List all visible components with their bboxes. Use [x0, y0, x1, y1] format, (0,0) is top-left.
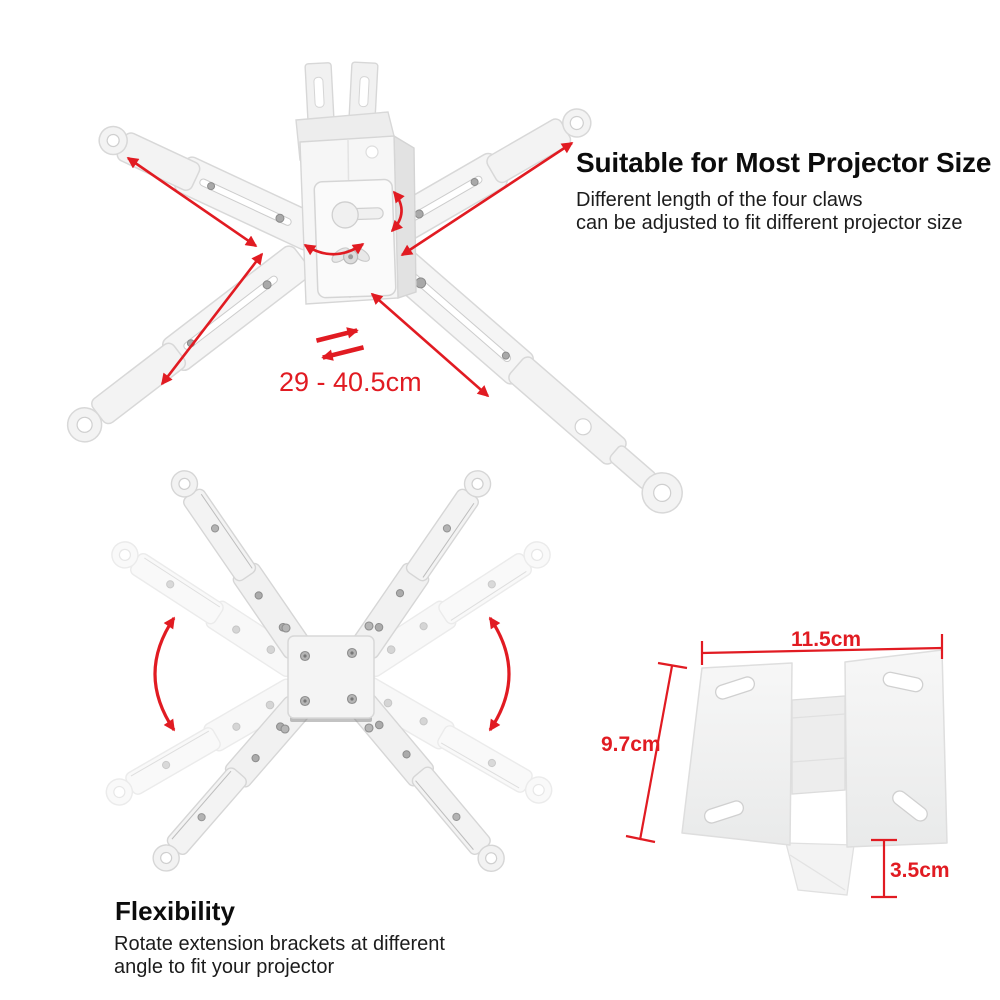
- screw-dots: [303, 651, 354, 703]
- swap-arrows-icon: [315, 327, 365, 361]
- extend-arrow-lower-right-icon: [370, 292, 490, 398]
- extend-arrow-lower-left-icon: [160, 252, 264, 386]
- bracket-depth-label: 3.5cm: [890, 859, 950, 882]
- depth-dimension-line: [871, 838, 897, 899]
- extend-arrow-upper-right-icon: [400, 141, 574, 257]
- ceiling-mount-photo: [66, 61, 683, 514]
- suitable-body-line2: can be adjusted to fit different project…: [576, 212, 963, 234]
- flexibility-heading: Flexibility: [115, 896, 235, 926]
- suitable-heading: Suitable for Most Projector Size: [576, 147, 992, 178]
- wall-bracket-photo: [681, 649, 948, 896]
- rotate-arrow-left-icon: [153, 616, 176, 732]
- bracket-slots: [703, 671, 928, 824]
- flexibility-body-line1: Rotate extension brackets at different: [114, 933, 445, 955]
- extend-arrow-upper-left-icon: [126, 156, 258, 248]
- rotation-view-photo: [99, 463, 559, 879]
- swivel-arrow-icon: [303, 242, 365, 256]
- flexibility-body-line2: angle to fit your projector: [114, 956, 335, 978]
- tilt-arrow-icon: [390, 190, 405, 233]
- suitable-body-line1: Different length of the four claws: [576, 189, 863, 211]
- extension-range-label: 29 - 40.5cm: [279, 367, 422, 397]
- height-dimension-line: [625, 661, 688, 844]
- bracket-height-label: 9.7cm: [601, 733, 661, 756]
- bracket-width-label: 11.5cm: [791, 628, 862, 651]
- rotation-annotations: [153, 616, 511, 732]
- dimension-lines: [625, 634, 944, 899]
- rotate-arrow-right-icon: [488, 616, 511, 732]
- width-dimension-line: [700, 634, 944, 665]
- extension-annotations: [126, 141, 574, 398]
